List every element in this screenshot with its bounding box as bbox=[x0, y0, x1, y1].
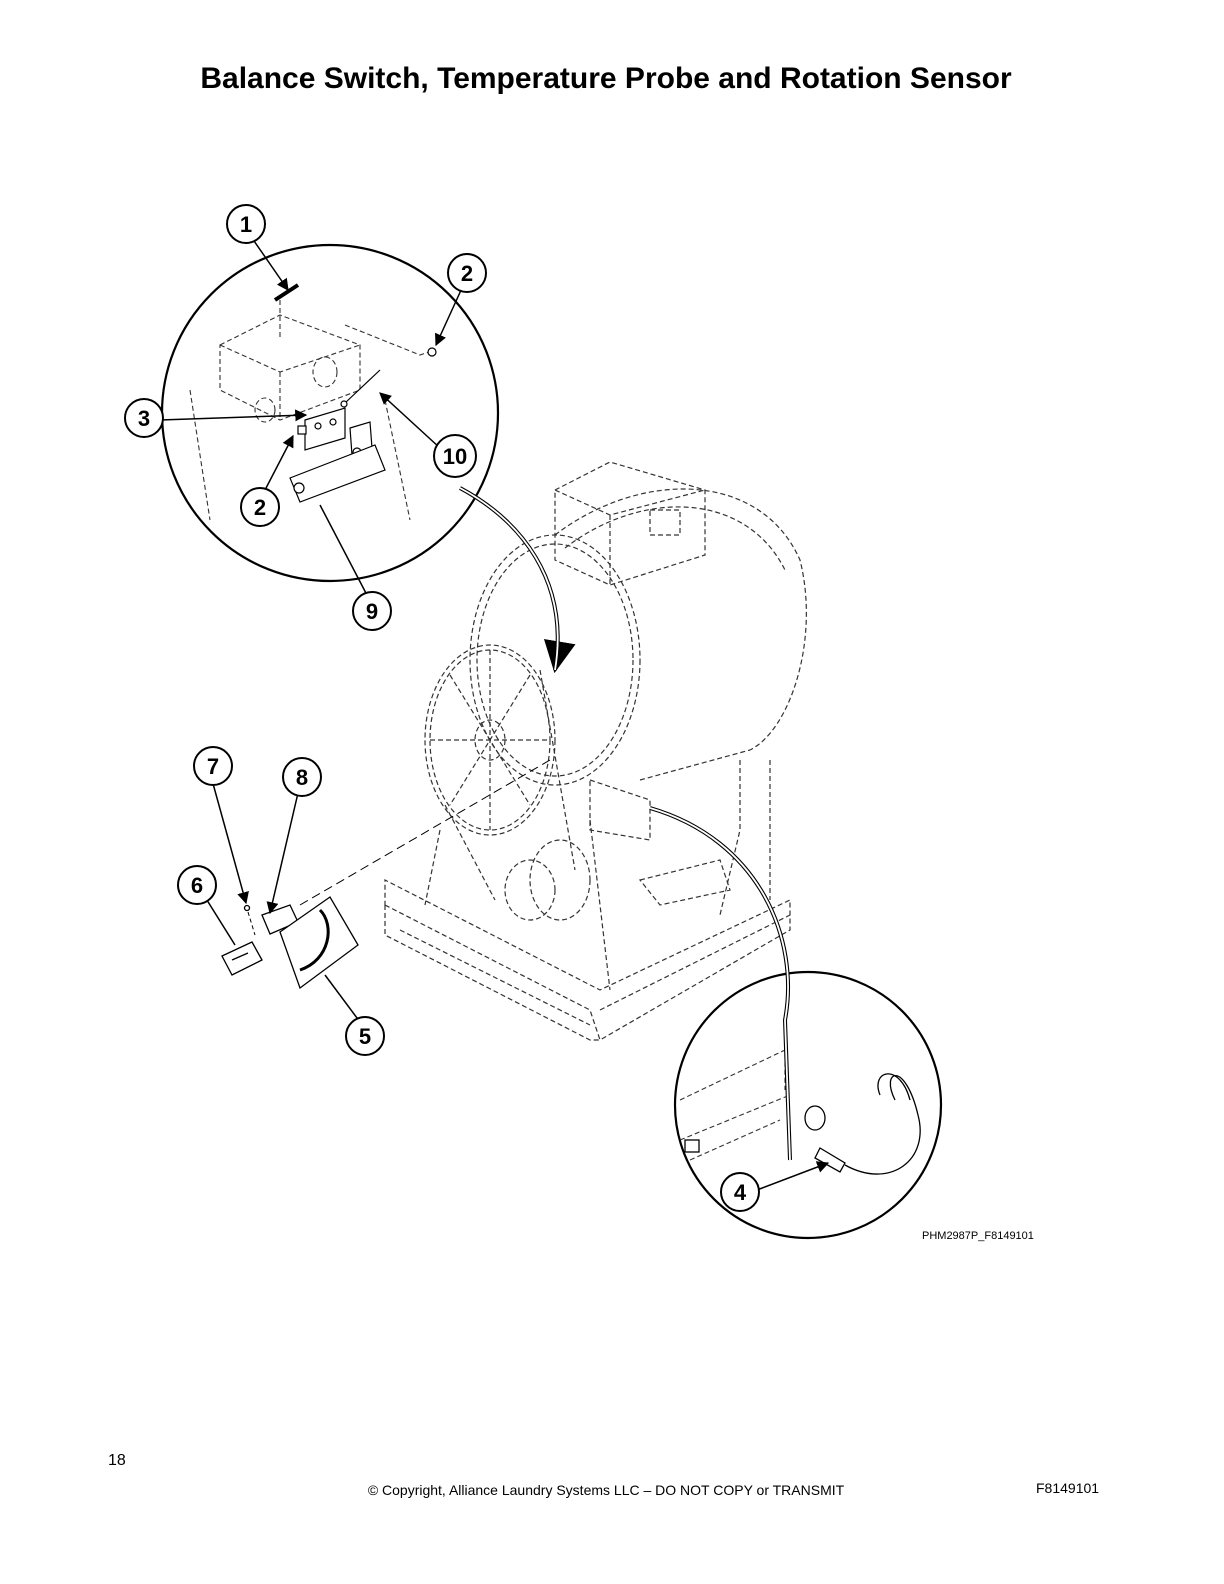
callout-leaders bbox=[159, 237, 830, 1191]
callout-2-top: 2 bbox=[447, 253, 487, 293]
svg-text:6: 6 bbox=[191, 873, 203, 898]
svg-text:2: 2 bbox=[254, 495, 266, 520]
washer-extractor-machine bbox=[384, 461, 807, 1041]
callout-9: 9 bbox=[352, 591, 392, 631]
svg-text:1: 1 bbox=[240, 212, 252, 237]
dashed-leader-line bbox=[299, 759, 551, 906]
callout-2-bottom: 2 bbox=[240, 487, 280, 527]
callout-10: 10 bbox=[433, 434, 477, 478]
svg-text:3: 3 bbox=[138, 406, 150, 431]
page-title: Balance Switch, Temperature Probe and Ro… bbox=[200, 62, 1012, 95]
callout-7: 7 bbox=[193, 746, 233, 786]
figure-code: PHM2987P_F8149101 bbox=[922, 1230, 1034, 1242]
callout-8: 8 bbox=[282, 757, 322, 797]
callout-4: 4 bbox=[720, 1172, 760, 1212]
svg-text:5: 5 bbox=[359, 1024, 371, 1049]
svg-text:7: 7 bbox=[207, 754, 219, 779]
svg-text:9: 9 bbox=[366, 599, 378, 624]
document-number: F8149101 bbox=[1036, 1480, 1100, 1496]
balance-switch-detail-view bbox=[160, 243, 500, 583]
callout-6: 6 bbox=[177, 865, 217, 905]
callout-5: 5 bbox=[345, 1016, 385, 1056]
svg-text:4: 4 bbox=[734, 1180, 747, 1205]
page-number: 18 bbox=[108, 1452, 126, 1469]
rotation-sensor-parts bbox=[221, 896, 359, 990]
copyright-notice: © Copyright, Alliance Laundry Systems LL… bbox=[367, 1482, 845, 1498]
callout-1: 1 bbox=[226, 204, 266, 244]
svg-text:10: 10 bbox=[443, 444, 467, 469]
svg-text:2: 2 bbox=[461, 261, 473, 286]
detail-leader-top bbox=[459, 486, 576, 674]
callout-3: 3 bbox=[124, 398, 164, 438]
temperature-probe-detail-view bbox=[673, 970, 943, 1240]
svg-text:8: 8 bbox=[296, 765, 308, 790]
